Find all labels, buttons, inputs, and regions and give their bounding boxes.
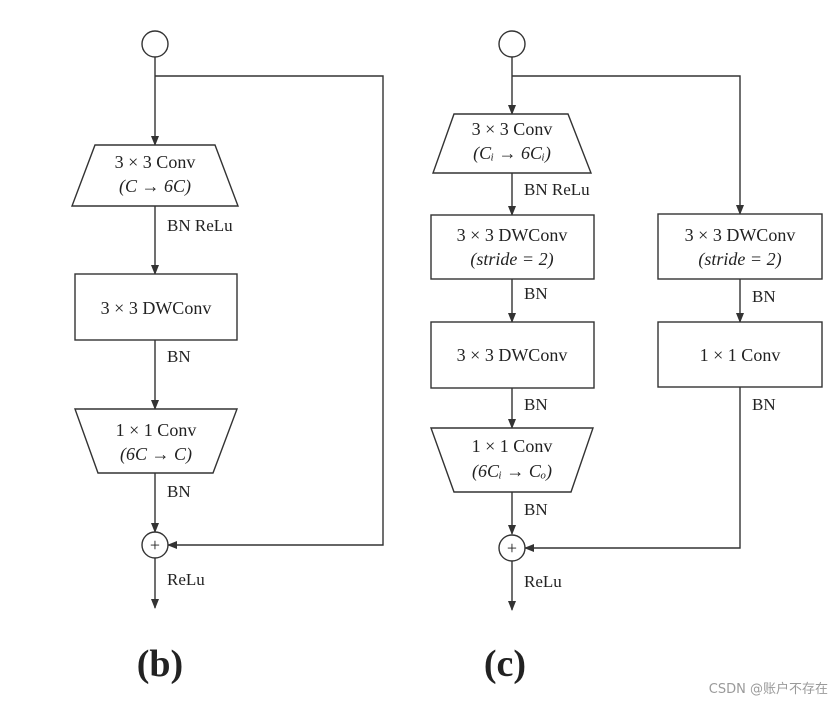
input-node-c (498, 30, 526, 58)
caption-b: (b) (137, 643, 183, 685)
shortcut-dwconv-label-c: 3 × 3 DWConv (685, 225, 796, 245)
shortcut-dwconv-block-c (657, 213, 823, 280)
relu-label-b: ReLu (167, 570, 205, 589)
project-conv-label-c: 1 × 1 Conv (472, 436, 553, 456)
relu-label-c: ReLu (524, 572, 562, 591)
project-conv-channels-b: (6C → C) (120, 444, 192, 465)
shortcut-dwconv-stride-c: (stride = 2) (698, 249, 781, 270)
expand-conv-label-c: 3 × 3 Conv (472, 119, 553, 139)
project-conv-block-b (74, 408, 239, 474)
caption-c: (c) (484, 643, 526, 685)
bn-label-shortcut-c-2: BN (752, 395, 776, 414)
expand-conv-block-b (70, 144, 240, 207)
expand-conv-channels-c: (Cᵢ → 6Cᵢ) (473, 143, 551, 164)
dwconv-label-c: 3 × 3 DWConv (457, 345, 568, 365)
panel-b: 3 × 3 Conv (C → 6C) BN ReLu 3 × 3 DWConv… (70, 30, 384, 685)
project-conv-block-c (430, 427, 594, 493)
add-symbol-b: + (150, 535, 160, 555)
bn-label-b-1: BN (167, 347, 191, 366)
shortcut-branch-c (512, 75, 744, 215)
bn-label-c-3: BN (524, 500, 548, 519)
expand-conv-block-c (432, 113, 593, 174)
dwconv-block-b (74, 273, 238, 341)
add-symbol-c: + (507, 538, 517, 558)
bn-label-c-1: BN (524, 284, 548, 303)
project-conv-label-b: 1 × 1 Conv (116, 420, 197, 440)
project-conv-channels-c: (6Cᵢ → Cₒ) (472, 461, 552, 482)
input-node-b (141, 30, 169, 58)
shortcut-conv-label-c: 1 × 1 Conv (700, 345, 781, 365)
bn-label-b-2: BN (167, 482, 191, 501)
dwconv-block-c (430, 321, 595, 389)
watermark: CSDN @账户不存在 (709, 681, 828, 697)
dwconv-stride-block-c (430, 214, 595, 280)
residual-shortcut-b (155, 75, 384, 549)
bn-relu-label-b: BN ReLu (167, 216, 233, 235)
dwconv-stride-value-c: (stride = 2) (470, 249, 553, 270)
bn-relu-label-c: BN ReLu (524, 180, 590, 199)
dwconv-stride-label-c: 3 × 3 DWConv (457, 225, 568, 245)
arrow-shortcut-to-add-c (524, 387, 741, 552)
bn-label-shortcut-c-1: BN (752, 287, 776, 306)
expand-conv-channels-b: (C → 6C) (119, 176, 191, 197)
panel-c: 3 × 3 Conv (Cᵢ → 6Cᵢ) BN ReLu 3 × 3 DWCo… (430, 30, 823, 685)
bn-label-c-2: BN (524, 395, 548, 414)
shortcut-conv-block-c (657, 321, 823, 388)
expand-conv-label-b: 3 × 3 Conv (115, 152, 196, 172)
dwconv-label-b: 3 × 3 DWConv (101, 298, 212, 318)
